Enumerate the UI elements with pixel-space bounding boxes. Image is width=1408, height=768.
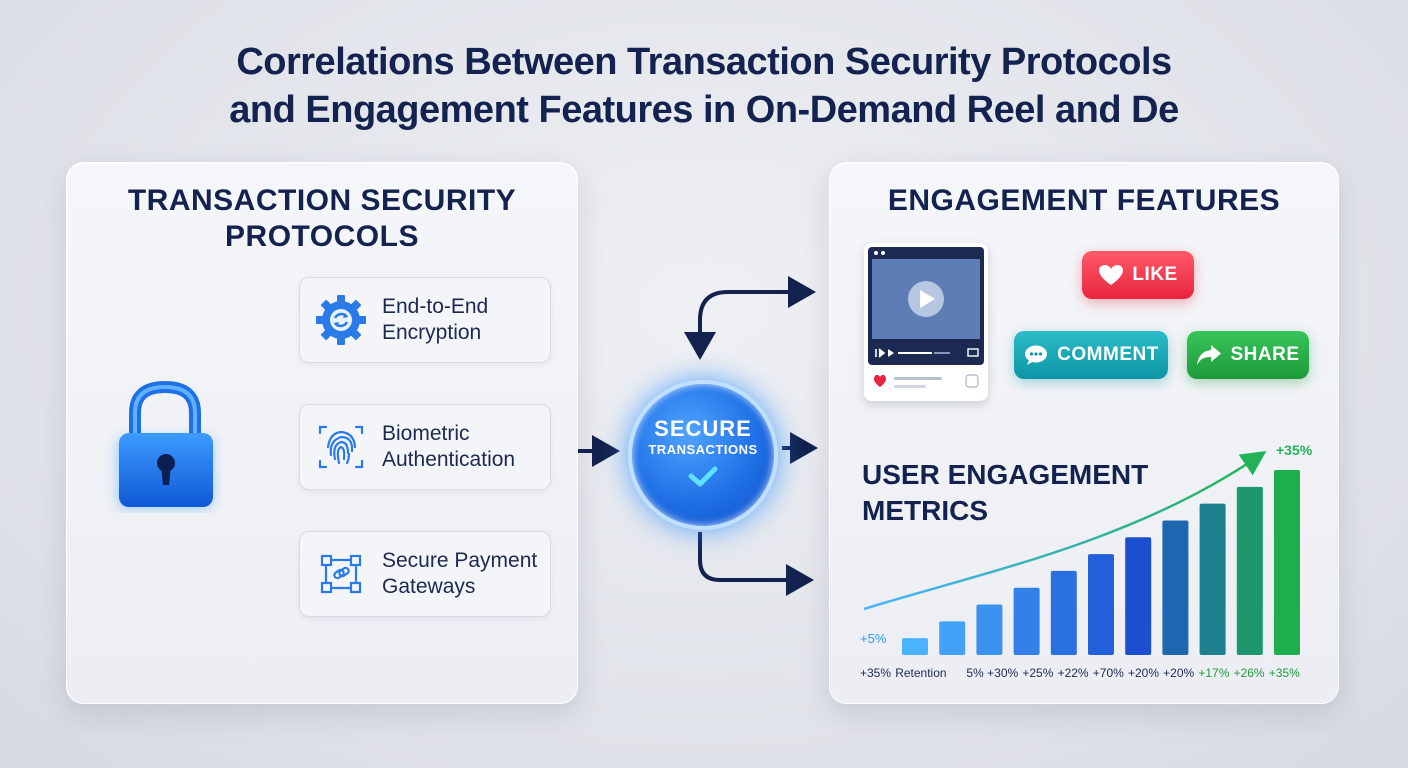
chart-tick-label: 5% [966,666,984,680]
chart-tick-label: Retention [895,666,946,680]
chart-tick-label: +17% [1198,666,1229,680]
chart-bar [902,638,928,655]
chart-tick-label: +20% [1128,666,1159,680]
chart-tick-label: +30% [987,666,1018,680]
security-protocols-panel: TRANSACTION SECURITY PROTOCOLS [66,162,578,704]
metrics-heading-line-2: METRICS [862,495,988,526]
metrics-heading-line-1: USER ENGAGEMENT [862,459,1149,490]
chart-tick-label: +20% [1163,666,1194,680]
chart-bar [1199,503,1226,655]
protocol-label: Secure Payment Gateways [382,548,547,600]
protocol-label-line-1: Secure Payment [382,549,538,572]
chart-tick-label: +35% [860,666,891,680]
page-title-line-2: and Engagement Features in On-Demand Ree… [229,89,1179,131]
chart-tick-label: +70% [1093,666,1124,680]
arrow-loop-top [684,290,804,360]
video-player-card [864,243,988,401]
secure-label: SECURE [654,416,752,441]
protocol-label-line-2: Authentication [382,448,516,471]
comment-button[interactable]: COMMENT [1014,331,1168,379]
security-heading-line-1: TRANSACTION SECURITY [127,184,517,217]
chart-bar [976,604,1003,655]
share-label: SHARE [1230,344,1300,365]
protocol-label-line-2: Gateways [382,575,476,598]
chart-bar [1125,537,1152,655]
checkmark-icon [688,466,718,487]
protocol-label-line-1: Biometric [382,422,470,445]
protocol-card-encryption: End-to-End Encryption [299,277,551,363]
chart-bar [1088,554,1114,655]
padlock-icon [103,373,223,513]
chart-tick-label: +22% [1058,666,1089,680]
chart-bar [1274,470,1300,655]
chart-bar [1013,587,1040,655]
page-title: Correlations Between Transaction Securit… [0,38,1408,134]
arrow-bottom-out [698,532,814,596]
peak-bar-label: +35% [1276,442,1313,458]
speech-bubble-icon [1025,345,1048,365]
security-protocols-heading: TRANSACTION SECURITY PROTOCOLS [67,183,577,255]
trend-line [863,451,1267,611]
secure-transactions-hub: SECURE TRANSACTIONS [628,380,778,530]
chart-tick-label: +25% [1022,666,1053,680]
engagement-features-panel: ENGAGEMENT FEATURES LIKE [829,162,1339,704]
protocol-label-line-2: Encryption [382,321,482,344]
protocol-card-biometric: Biometric Authentication [299,404,551,490]
share-arrow-icon [1197,345,1222,365]
transactions-label: TRANSACTIONS [648,442,758,457]
share-button[interactable]: SHARE [1187,331,1309,379]
chart-bar [939,621,966,655]
engagement-metrics-heading: USER ENGAGEMENT METRICS [862,457,1162,529]
chart-bar [1236,486,1263,655]
chart-bar [1162,520,1189,655]
chart-bar [1050,570,1077,655]
like-label: LIKE [1132,264,1178,285]
security-heading-line-2: PROTOCOLS [225,220,419,253]
gear-sync-icon [314,294,368,346]
engagement-bar-chart: +5% +35% +35% Retention 5%+30% +25% +22% +70%… [860,442,1313,680]
page-title-line-1: Correlations Between Transaction Securit… [236,41,1172,83]
protocol-label-line-1: End-to-End [382,295,489,318]
engagement-features-heading: ENGAGEMENT FEATURES [887,184,1281,217]
comment-label: COMMENT [1057,344,1159,365]
heart-icon [1099,265,1124,285]
first-bar-label: +5% [860,631,887,646]
chart-tick-label: +26% [1234,666,1265,680]
like-button[interactable]: LIKE [1082,251,1194,299]
protocol-card-gateways: Secure Payment Gateways [299,531,551,617]
protocol-label: Biometric Authentication [382,421,547,473]
network-link-icon [314,548,368,600]
fingerprint-icon [314,421,368,473]
protocol-label: End-to-End Encryption [382,294,547,346]
chart-tick-label: +35% [1269,666,1300,680]
